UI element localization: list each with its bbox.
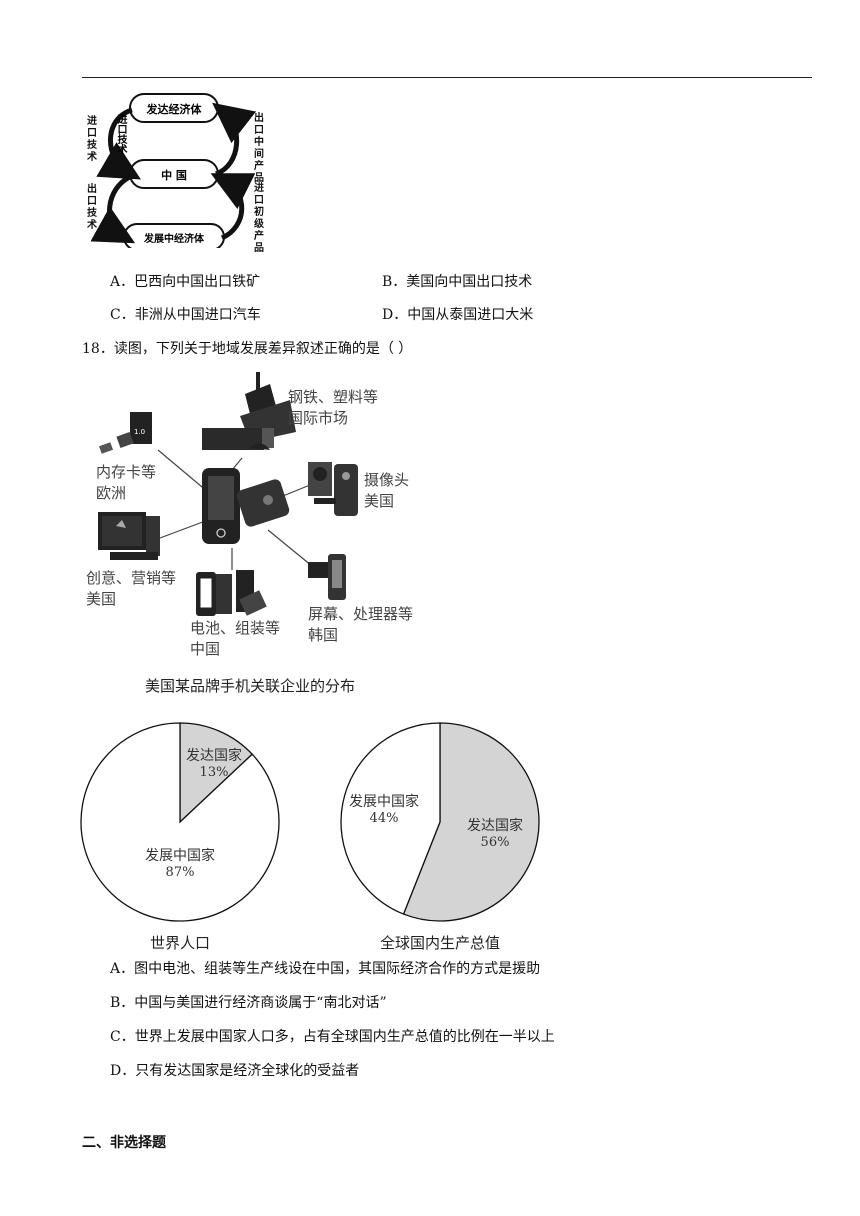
screen-processor-icon — [308, 554, 346, 600]
label-creative: 创意、营销等 美国 — [86, 569, 177, 608]
q18-stem: 18．读图，下列关于地域发展差异叙述正确的是（ ） — [82, 341, 413, 357]
pie-category-label: 发达国家 — [186, 747, 242, 764]
label-right-upper: 出口中间产品 — [254, 113, 264, 184]
label-screen: 屏幕、处理器等 韩国 — [308, 605, 414, 644]
pie-slice-developing — [340, 722, 441, 915]
pie-value-label: 56% — [481, 835, 510, 850]
header-rule — [82, 77, 812, 78]
pie-value-label: 87% — [166, 865, 195, 880]
phone-figure-caption: 美国某品牌手机关联企业的分布 — [145, 677, 356, 695]
pie1-title: 世界人口 — [150, 934, 211, 952]
trade-flow-diagram: 发达经济体 中 国 发展中经济体 进口技术 — [86, 93, 257, 248]
steel-plastics-icon — [202, 372, 296, 450]
label-steel: 钢铁、塑料等 国际市场 — [288, 388, 379, 427]
memory-card-icon: 1.0 — [98, 412, 152, 454]
pie-slice-developed — [179, 722, 254, 824]
pie-value-label: 13% — [200, 765, 229, 780]
label-right-lower: 进口初级产品 — [254, 183, 264, 254]
q18-option-a: A．图中电池、组装等生产线设在中国，其国际经济合作的方式是援助 — [110, 961, 541, 977]
pie-category-label: 发展中国家 — [349, 793, 419, 810]
label-left-lower: 出口技术 — [87, 184, 97, 231]
label-camera: 摄像头 美国 — [364, 471, 410, 510]
computer-icon — [98, 512, 160, 560]
pie2-title: 全球国内生产总值 — [380, 934, 501, 952]
q18-option-d: D．只有发达国家是经济全球化的受益者 — [110, 1063, 360, 1079]
label-left-upper: 进口技术 — [87, 116, 97, 163]
q18-option-b: B．中国与美国进行经济商谈属于“南北对话” — [110, 995, 387, 1011]
pie-category-label: 发达国家 — [467, 817, 523, 834]
pie-category-label: 发展中国家 — [145, 847, 215, 864]
label-memory-card: 内存卡等 欧洲 — [96, 463, 157, 502]
label-battery: 电池、组装等 中国 — [190, 619, 281, 658]
phone-center-icon — [202, 468, 290, 544]
section-2-heading: 二、非选择题 — [82, 1135, 166, 1151]
svg-text:1.0: 1.0 — [134, 428, 145, 436]
box-developed: 发达经济体 — [146, 102, 203, 116]
q17-option-c: C．非洲从中国进口汽车 — [110, 307, 261, 323]
pie-value-label: 44% — [370, 811, 399, 826]
q18-option-c: C．世界上发展中国家人口多，占有全球国内生产总值的比例在一半以上 — [110, 1029, 555, 1045]
box-china: 中 国 — [161, 168, 187, 182]
pie-slice-developing — [80, 722, 280, 922]
q17-option-a: A．巴西向中国出口铁矿 — [110, 274, 261, 290]
phone-supply-figure: 1.0 — [98, 372, 358, 616]
box-developing: 发展中经济体 — [143, 232, 205, 245]
camera-icon — [308, 462, 358, 516]
q17-option-b: B．美国向中国出口技术 — [382, 274, 533, 290]
pie-slice-developed — [402, 722, 540, 922]
battery-assembly-icon — [196, 570, 267, 616]
q17-option-d: D．中国从泰国进口大米 — [382, 307, 534, 323]
